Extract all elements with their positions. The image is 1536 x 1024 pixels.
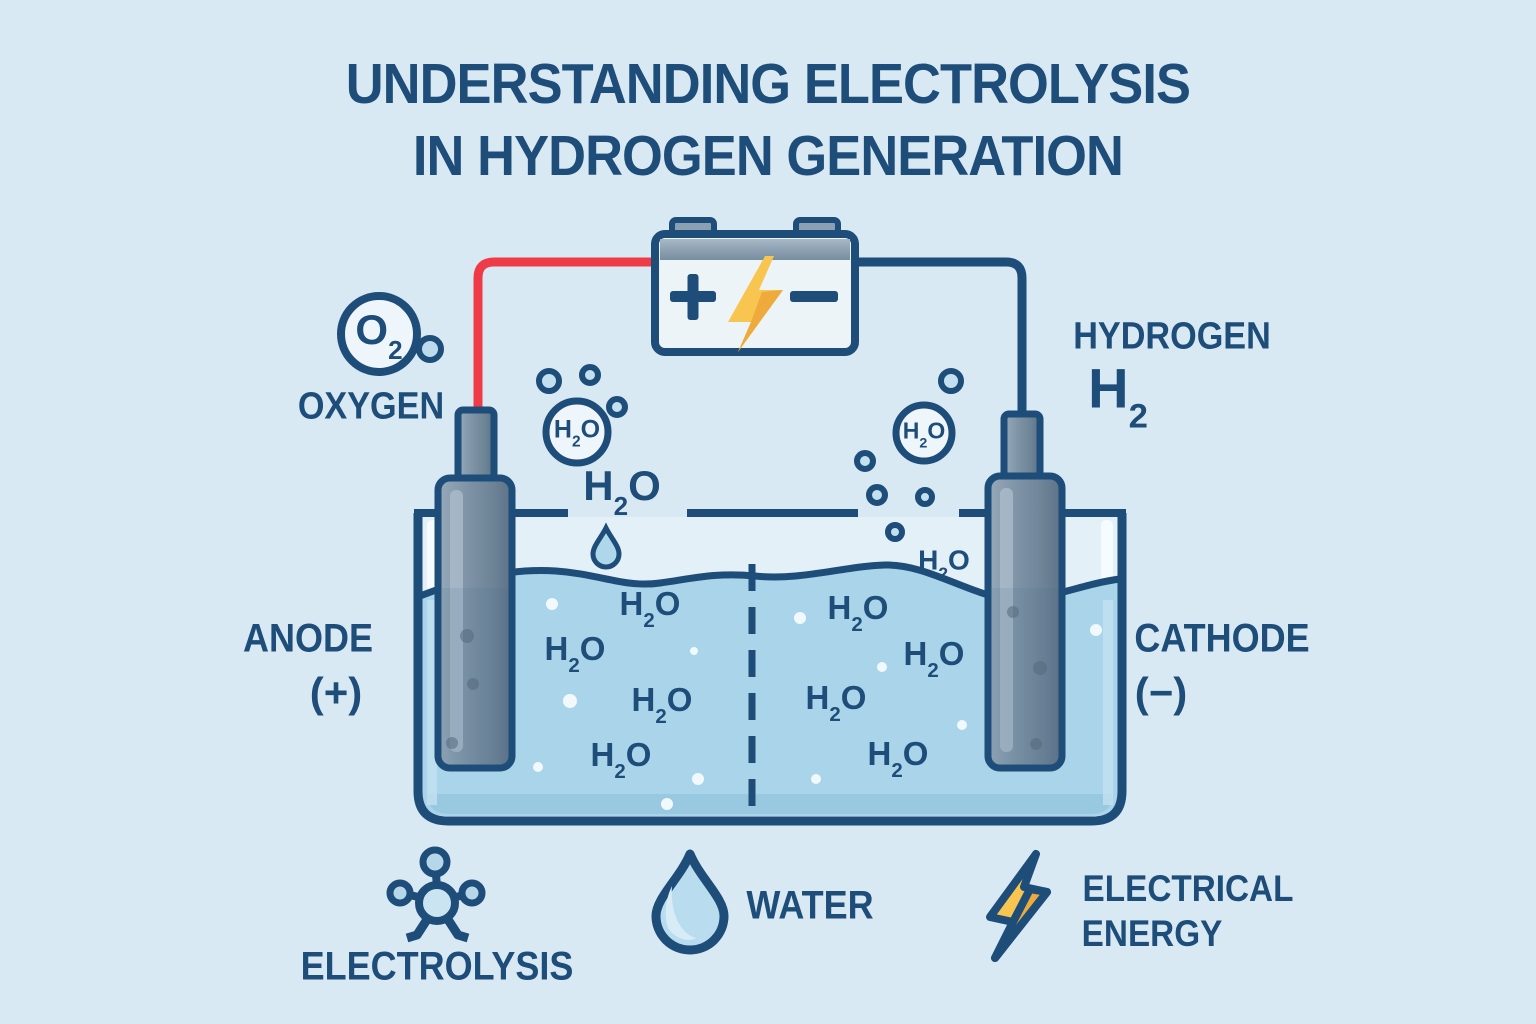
h2o-label: H2O bbox=[903, 635, 965, 683]
h2o-circled-label: H2O bbox=[553, 415, 601, 451]
droplet-icon bbox=[590, 522, 622, 570]
electrolysis-label: ELECTROLYSIS bbox=[300, 944, 574, 989]
page-title: UNDERSTANDING ELECTROLYSIS IN HYDROGEN G… bbox=[0, 48, 1536, 192]
anode-sign: (+) bbox=[309, 669, 363, 716]
h2-molecule-label: H2 bbox=[1088, 356, 1148, 436]
anode-electrode bbox=[434, 406, 516, 772]
minus-symbol bbox=[790, 291, 838, 302]
cathode-label: CATHODE bbox=[1134, 616, 1310, 661]
o2-molecule-label: O2 bbox=[355, 305, 403, 365]
positive-wire bbox=[473, 257, 657, 416]
negative-wire bbox=[853, 257, 1027, 420]
electrical-energy-label-2: ENERGY bbox=[1081, 913, 1223, 954]
h2o-molecule-circle-left bbox=[542, 397, 612, 467]
h2o-label: H2O bbox=[918, 544, 970, 585]
battery-icon bbox=[651, 217, 859, 356]
title-line-1: UNDERSTANDING ELECTROLYSIS bbox=[345, 52, 1191, 116]
oxygen-label: OXYGEN bbox=[297, 385, 445, 428]
water-drop-icon bbox=[651, 849, 729, 955]
h2o-label: H2O bbox=[631, 681, 693, 729]
bubble-icon bbox=[416, 335, 444, 363]
oxygen-bubbles bbox=[536, 364, 628, 418]
h2o-label: H2O bbox=[619, 585, 681, 633]
title-line-2: IN HYDROGEN GENERATION bbox=[412, 124, 1124, 188]
electrical-energy-label-1: ELECTRICAL bbox=[1082, 868, 1294, 909]
h2o-label: H2O bbox=[805, 679, 867, 727]
hydrogen-label: HYDROGEN bbox=[1073, 315, 1271, 358]
lightning-bolt-icon bbox=[986, 850, 1051, 962]
molecule-icon bbox=[386, 846, 486, 943]
h2o-label: H2O bbox=[867, 735, 929, 783]
h2o-circled-label: H2O bbox=[902, 417, 946, 452]
water-body bbox=[418, 561, 1121, 816]
water-label: WATER bbox=[746, 883, 874, 928]
anode-label: ANODE bbox=[242, 616, 374, 661]
lightning-bolt-icon bbox=[728, 256, 783, 352]
plus-symbol bbox=[670, 274, 716, 320]
cathode-electrode bbox=[984, 410, 1066, 772]
h2o-label: H2O bbox=[583, 461, 661, 521]
h2o-label: H2O bbox=[827, 589, 889, 637]
hydrogen-bubbles bbox=[854, 368, 964, 542]
cathode-sign: (−) bbox=[1134, 669, 1188, 716]
h2o-label: H2O bbox=[590, 736, 652, 784]
o2-molecule-icon bbox=[337, 292, 444, 376]
h2o-label: H2O bbox=[544, 630, 606, 678]
h2o-molecule-circle-right bbox=[892, 401, 956, 465]
